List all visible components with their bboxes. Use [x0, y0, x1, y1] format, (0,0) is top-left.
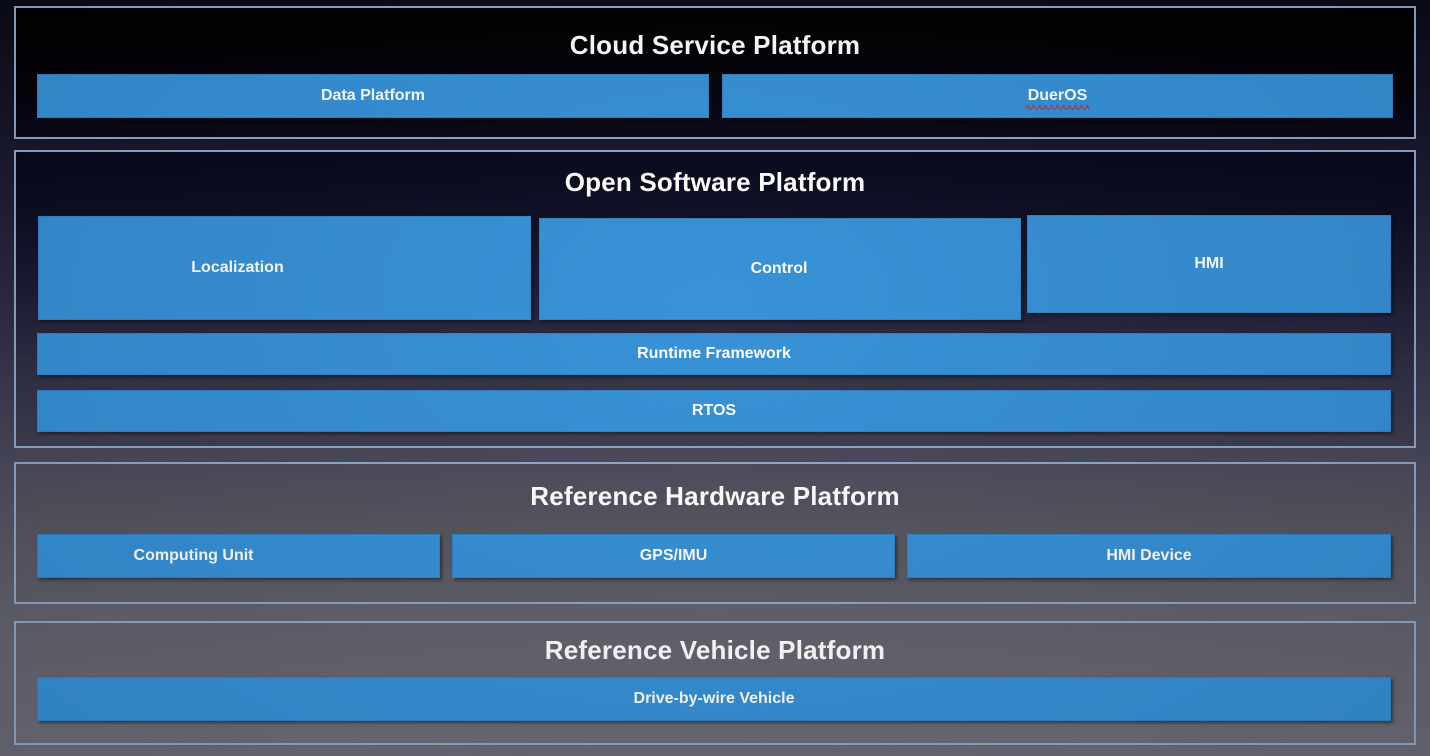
- module-box-localization[interactable]: Localization: [38, 216, 531, 320]
- module-box-hmi[interactable]: HMI: [1027, 215, 1391, 313]
- module-label-hmi-device: HMI Device: [1106, 547, 1192, 564]
- module-label-runtime-framework: Runtime Framework: [637, 345, 791, 362]
- module-box-runtime-framework[interactable]: Runtime Framework: [37, 333, 1391, 375]
- module-box-computing-unit[interactable]: Computing Unit: [37, 534, 440, 578]
- module-label-rtos: RTOS: [691, 402, 737, 419]
- layer-open-software-platform: Open Software Platform Localization Cont…: [14, 150, 1416, 448]
- module-box-data-platform[interactable]: Data Platform: [37, 74, 709, 118]
- module-box-drive-by-wire-vehicle[interactable]: Drive-by-wire Vehicle: [37, 677, 1391, 721]
- module-label-dueros: DuerOS: [1025, 87, 1090, 110]
- module-label-data-platform: Data Platform: [320, 87, 426, 104]
- module-label-drive-by-wire-vehicle: Drive-by-wire Vehicle: [633, 690, 795, 707]
- module-box-rtos[interactable]: RTOS: [37, 390, 1391, 432]
- module-box-control[interactable]: Control: [539, 218, 1021, 320]
- module-label-computing-unit: Computing Unit: [133, 547, 254, 564]
- layer-title-reference-vehicle-platform: Reference Vehicle Platform: [544, 635, 886, 665]
- module-box-hmi-device[interactable]: HMI Device: [907, 534, 1391, 578]
- module-label-gps-imu: GPS/IMU: [639, 547, 708, 564]
- module-label-control: Control: [750, 260, 808, 277]
- module-label-localization: Localization: [191, 259, 284, 276]
- layer-cloud-service-platform: Cloud Service Platform Data Platform Due…: [14, 6, 1416, 139]
- layer-reference-vehicle-platform: Reference Vehicle Platform Drive-by-wire…: [14, 621, 1416, 745]
- layer-reference-hardware-platform: Reference Hardware Platform Computing Un…: [14, 462, 1416, 604]
- module-box-gps-imu[interactable]: GPS/IMU: [452, 534, 895, 578]
- module-box-dueros[interactable]: DuerOS: [722, 74, 1393, 118]
- layer-title-cloud-service-platform: Cloud Service Platform: [569, 30, 861, 60]
- layer-title-reference-hardware-platform: Reference Hardware Platform: [530, 481, 900, 511]
- module-label-hmi: HMI: [1194, 255, 1224, 272]
- layer-title-open-software-platform: Open Software Platform: [564, 167, 866, 197]
